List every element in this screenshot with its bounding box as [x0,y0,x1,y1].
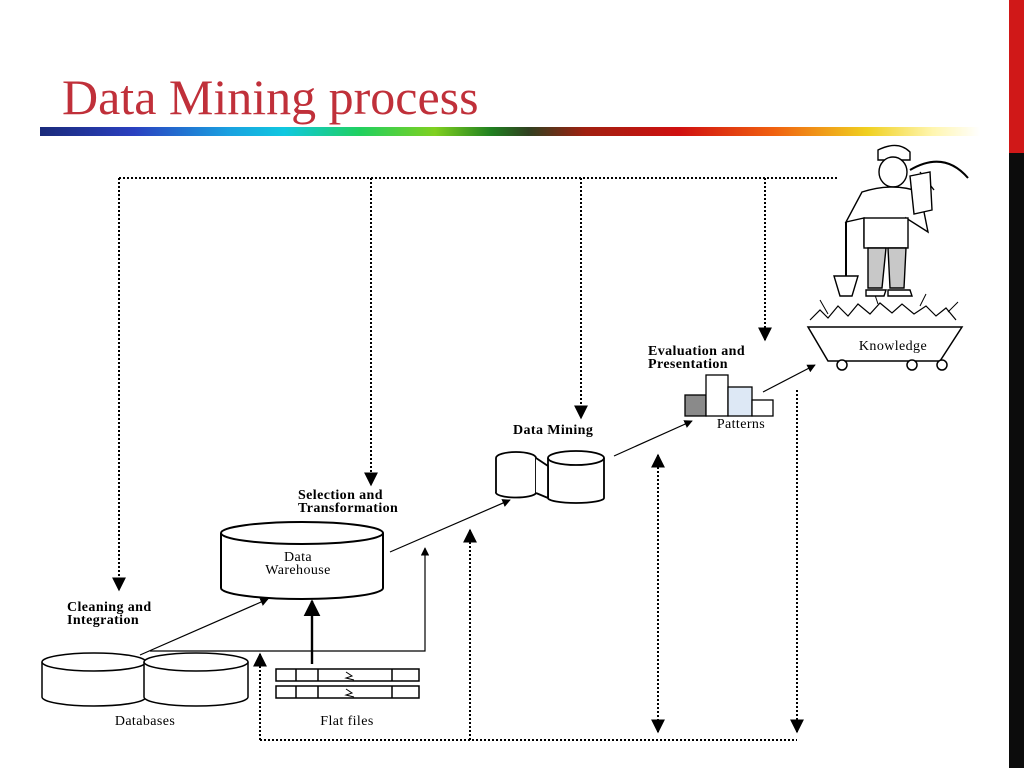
arrow-warehouse-to-mining [389,499,511,553]
arrow-mining-to-patterns [613,420,693,457]
label-cleaning-integration-line1: Cleaning and [67,600,152,615]
label-patterns: Patterns [717,417,765,432]
label-data-warehouse-line1: Data [284,550,312,565]
data-mining-icon [495,450,605,504]
databases-icon [41,652,249,707]
arrow-databases-to-selection [150,547,430,652]
process-arrows [139,364,816,664]
feedback-loop-top [112,177,838,592]
arrow-patterns-to-knowledge [762,364,816,393]
data-warehouse-icon [220,521,384,600]
label-knowledge: Knowledge [859,339,927,354]
label-data-mining: Data Mining [513,423,593,438]
slide-title: Data Mining process [62,69,479,125]
knowledge-cart-icon [806,291,964,371]
miner-figure-icon [833,144,969,297]
side-accent-dark-bar [1009,153,1024,768]
label-selection-transformation-line1: Selection and [298,488,383,503]
side-accent-red-bar [1009,0,1024,153]
label-evaluation-presentation-line2: Presentation [648,357,728,372]
label-databases: Databases [115,714,175,729]
label-cleaning-integration-line2: Integration [67,613,139,628]
label-selection-transformation-line2: Transformation [298,501,398,516]
label-data-warehouse-line2: Warehouse [265,563,330,578]
label-evaluation-presentation-line1: Evaluation and [648,344,745,359]
flat-files-icon [275,668,420,699]
title-underline-rainbow [40,127,980,136]
patterns-chart-icon [684,374,774,417]
label-flat-files: Flat files [320,714,373,729]
feedback-loop-bottom [253,390,804,741]
arrow-databases-to-warehouse [139,598,269,656]
